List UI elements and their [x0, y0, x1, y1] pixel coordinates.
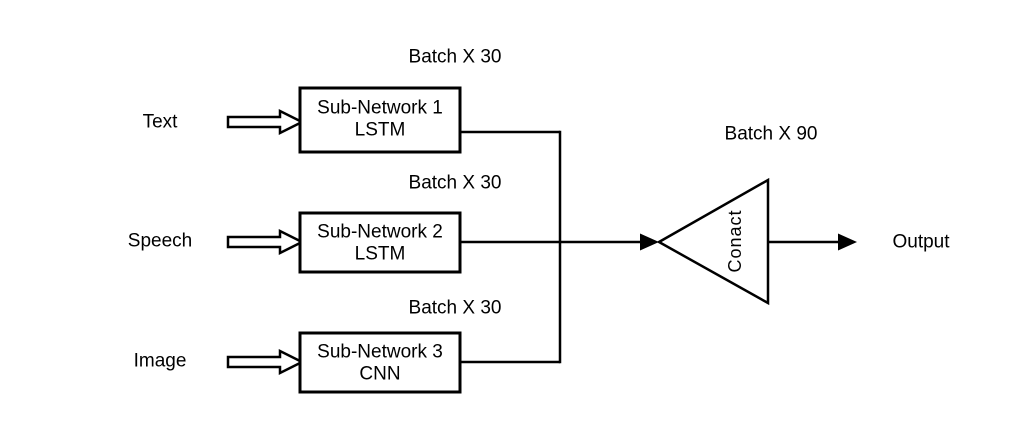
batch-label-2: Batch X 30 — [409, 173, 502, 194]
batch-label-3: Batch X 30 — [409, 298, 502, 319]
input-label-image: Image — [134, 351, 187, 372]
input-label-text: Text — [143, 112, 179, 133]
node-type-subnetwork-2: LSTM — [355, 244, 406, 265]
node-type-subnetwork-3: CNN — [359, 364, 400, 385]
output-label: Output — [892, 232, 950, 253]
node-box-subnetwork-1 — [298, 86, 462, 154]
concat-triangle — [656, 177, 770, 306]
block-arrow-icon — [226, 108, 305, 136]
arrowhead-icon — [640, 233, 659, 251]
node-type-subnetwork-1: LSTM — [355, 120, 406, 141]
input-label-speech: Speech — [128, 231, 192, 252]
arrowhead-icon — [838, 233, 857, 251]
node-name-subnetwork-1: Sub-Network 1 — [317, 98, 443, 119]
batch-label-1: Batch X 30 — [409, 47, 502, 68]
node-name-subnetwork-2: Sub-Network 2 — [317, 222, 443, 243]
node-box-subnetwork-3 — [298, 331, 462, 394]
batch-label-merge: Batch X 90 — [725, 124, 818, 145]
block-arrow-icon — [226, 228, 305, 256]
node-name-subnetwork-3: Sub-Network 3 — [317, 342, 443, 363]
concat-label: Conact — [725, 209, 745, 272]
node-box-subnetwork-2 — [298, 211, 462, 274]
block-arrow-icon — [226, 348, 305, 376]
